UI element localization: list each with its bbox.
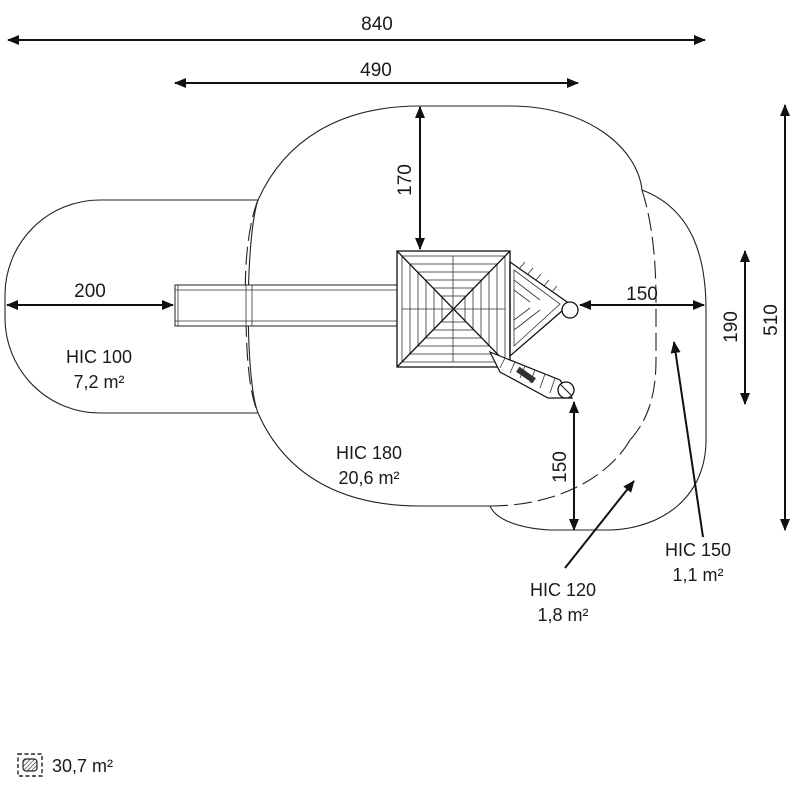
dim-150-right-label: 150	[626, 284, 658, 305]
hic-150-name: HIC 150	[665, 540, 731, 560]
dim-170-label: 170	[395, 164, 416, 196]
hic-150-leader-arrow	[670, 341, 704, 538]
hic-100-area: 7,2 m²	[73, 372, 124, 392]
dim-510-label: 510	[761, 304, 782, 336]
climbing-net	[509, 260, 579, 358]
dimension-labels: 840 490 170 200 150 190 510 150	[74, 14, 782, 483]
hic-150-dashed-boundary	[629, 189, 657, 441]
hic-150-area: 1,1 m²	[672, 565, 723, 585]
zone-labels: HIC 100 7,2 m² HIC 180 20,6 m² HIC 150 1…	[66, 347, 731, 625]
dim-190-label: 190	[721, 311, 742, 343]
hic-120-name: HIC 120	[530, 580, 596, 600]
legend: 30,7 m²	[17, 753, 113, 777]
main-safety-zone-outline	[247, 105, 707, 531]
hic-180-area: 20,6 m²	[338, 468, 399, 488]
dim-150-bottom-label: 150	[550, 451, 571, 483]
play-structure	[174, 250, 579, 399]
climbing-ramp	[488, 350, 575, 399]
slide	[174, 284, 401, 327]
hatched-area-icon	[17, 753, 43, 777]
dim-490-label: 490	[360, 60, 392, 81]
dim-840-label: 840	[361, 14, 393, 35]
slide-safety-zone-outline	[4, 199, 258, 414]
dimension-lines	[6, 35, 790, 569]
hic-120-area: 1,8 m²	[537, 605, 588, 625]
tower-roof	[396, 250, 511, 368]
hic-120-leader-arrow	[564, 480, 635, 569]
legend-total-area: 30,7 m²	[52, 756, 113, 776]
hic-180-name: HIC 180	[336, 443, 402, 463]
hic-100-name: HIC 100	[66, 347, 132, 367]
dim-200-label: 200	[74, 281, 106, 302]
hic-120-dashed-boundary	[489, 439, 631, 507]
